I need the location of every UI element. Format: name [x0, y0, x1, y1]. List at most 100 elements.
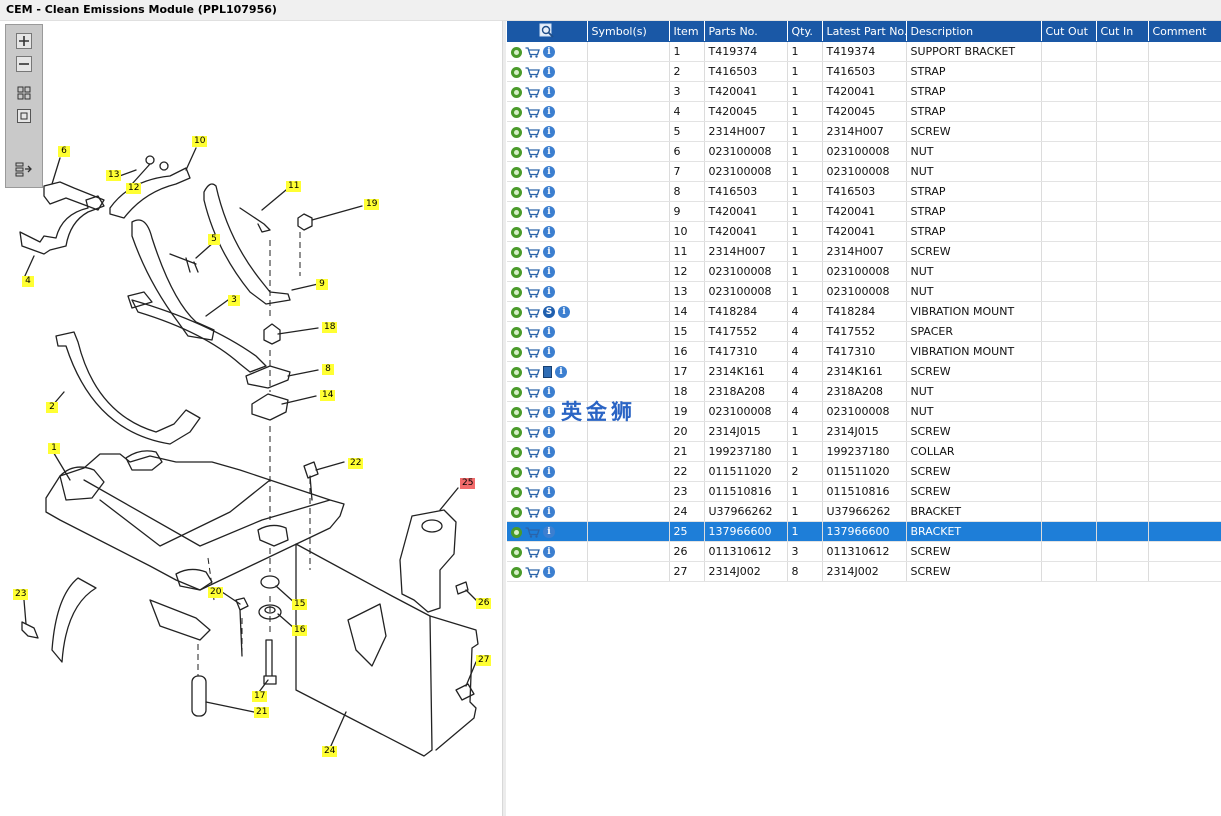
info-icon[interactable]: i [543, 486, 555, 498]
callout-25[interactable]: 25 [460, 478, 476, 489]
gear-icon[interactable] [511, 126, 522, 138]
gear-icon[interactable] [511, 266, 522, 278]
search-icon[interactable] [539, 23, 555, 39]
cart-icon[interactable] [525, 346, 540, 358]
cart-icon[interactable] [525, 126, 540, 138]
callout-26[interactable]: 26 [476, 598, 492, 609]
callout-22[interactable]: 22 [348, 458, 364, 469]
gear-icon[interactable] [511, 86, 522, 98]
cart-icon[interactable] [525, 226, 540, 238]
callout-15[interactable]: 15 [292, 599, 308, 610]
gear-icon[interactable] [511, 326, 522, 338]
info-icon[interactable]: i [543, 346, 555, 358]
callout-3[interactable]: 3 [228, 295, 240, 306]
gear-icon[interactable] [511, 386, 522, 398]
info-icon[interactable]: i [543, 326, 555, 338]
info-icon[interactable]: i [543, 506, 555, 518]
info-icon[interactable]: i [543, 106, 555, 118]
info-icon[interactable]: i [543, 406, 555, 418]
cart-icon[interactable] [525, 286, 540, 298]
callout-14[interactable]: 14 [320, 390, 336, 401]
cart-icon[interactable] [525, 506, 540, 518]
panel-toggle-icon[interactable] [14, 160, 34, 178]
gear-icon[interactable] [511, 226, 522, 238]
info-icon[interactable]: i [543, 166, 555, 178]
cart-icon[interactable] [525, 186, 540, 198]
column-header-symbols[interactable]: Symbol(s) [587, 21, 670, 42]
gear-icon[interactable] [511, 66, 522, 78]
callout-1[interactable]: 1 [48, 443, 60, 454]
callout-23[interactable]: 23 [13, 589, 29, 600]
info-icon[interactable]: i [543, 286, 555, 298]
cart-icon[interactable] [525, 386, 540, 398]
gear-icon[interactable] [511, 446, 522, 458]
gear-icon[interactable] [511, 566, 522, 578]
cart-icon[interactable] [525, 166, 540, 178]
exploded-parts-drawing[interactable] [0, 21, 502, 816]
gear-icon[interactable] [511, 206, 522, 218]
callout-16[interactable]: 16 [292, 625, 308, 636]
info-icon[interactable]: i [543, 426, 555, 438]
gear-icon[interactable] [511, 486, 522, 498]
callout-11[interactable]: 11 [286, 181, 302, 192]
callout-12[interactable]: 12 [126, 183, 142, 194]
callout-2[interactable]: 2 [46, 402, 58, 413]
cart-icon[interactable] [525, 206, 540, 218]
gear-icon[interactable] [511, 546, 522, 558]
callout-4[interactable]: 4 [22, 276, 34, 287]
info-icon[interactable]: i [543, 246, 555, 258]
gear-icon[interactable] [511, 346, 522, 358]
info-icon[interactable]: i [543, 266, 555, 278]
callout-10[interactable]: 10 [192, 136, 208, 147]
cart-icon[interactable] [525, 546, 540, 558]
info-icon[interactable]: i [543, 146, 555, 158]
callout-9[interactable]: 9 [316, 279, 328, 290]
cart-icon[interactable] [525, 406, 540, 418]
cart-icon[interactable] [525, 486, 540, 498]
cart-icon[interactable] [525, 66, 540, 78]
info-icon[interactable]: i [543, 446, 555, 458]
gear-icon[interactable] [511, 406, 522, 418]
gear-icon[interactable] [511, 526, 522, 538]
callout-18[interactable]: 18 [322, 322, 338, 333]
document-icon[interactable] [543, 366, 552, 378]
callout-6[interactable]: 6 [58, 146, 70, 157]
exploded-diagram-pane[interactable] [0, 21, 503, 816]
callout-8[interactable]: 8 [322, 364, 334, 375]
info-icon[interactable]: i [543, 566, 555, 578]
column-header-comment[interactable]: Comment [1148, 21, 1221, 42]
info-icon[interactable]: i [543, 46, 555, 58]
callout-20[interactable]: 20 [208, 587, 224, 598]
cart-icon[interactable] [525, 306, 540, 318]
info-icon[interactable]: i [543, 546, 555, 558]
cart-icon[interactable] [525, 46, 540, 58]
cart-icon[interactable] [525, 86, 540, 98]
gear-icon[interactable] [511, 306, 522, 318]
info-icon[interactable]: i [543, 126, 555, 138]
info-icon[interactable]: i [543, 226, 555, 238]
gear-icon[interactable] [511, 46, 522, 58]
column-header-latest-part-no[interactable]: Latest Part No. [822, 21, 907, 42]
cart-icon[interactable] [525, 526, 540, 538]
cart-icon[interactable] [525, 266, 540, 278]
column-header-qty[interactable]: Qty. [787, 21, 823, 42]
